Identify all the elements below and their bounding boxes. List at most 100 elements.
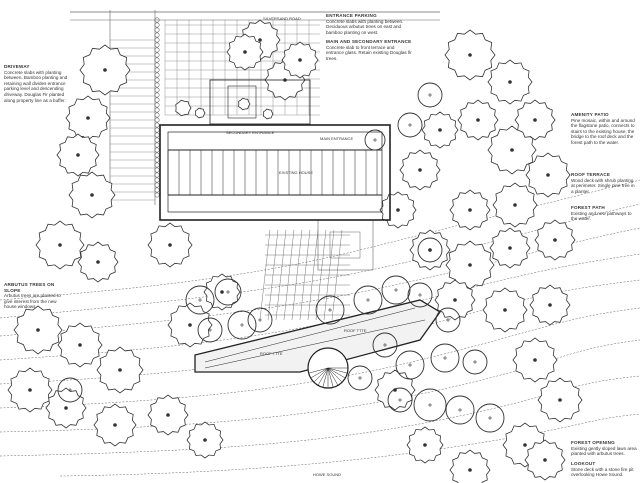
round-room-radial <box>327 367 339 386</box>
tree-trunk-icon <box>476 118 480 122</box>
tree-trunk-icon <box>76 153 80 157</box>
tree-trunk-icon <box>258 38 262 42</box>
bamboo-planting <box>154 122 160 128</box>
bamboo-planting <box>154 137 160 143</box>
bamboo-planting <box>154 47 160 53</box>
tree-trunk-icon <box>118 368 122 372</box>
tree-trunk-icon <box>166 413 170 417</box>
arbutus-tree-icon <box>413 388 447 422</box>
tree-trunk-icon <box>36 328 40 332</box>
note-driveway-title: DRIVEWAY <box>4 64 30 69</box>
tree-trunk-icon <box>113 423 117 427</box>
note-arbutus: ARBUTUS TREES ON SLOPE Arbutus trees are… <box>4 282 68 310</box>
bamboo-planting <box>154 57 160 63</box>
bamboo-planting <box>154 132 160 138</box>
bamboo-planting <box>154 72 160 78</box>
bamboo-planting <box>154 127 160 133</box>
tree-trunk-icon <box>558 398 562 402</box>
arbutus-tree-icon <box>445 395 475 425</box>
bamboo-planting <box>154 102 160 108</box>
note-driveway-body: Concrete slabs with planting between. Ba… <box>4 69 68 103</box>
arbutus-tree-icon <box>364 129 386 151</box>
sound-label: HOWE SOUND <box>313 472 341 477</box>
shrub-icon <box>175 99 192 117</box>
tree-trunk-icon <box>243 50 247 54</box>
contour-line <box>0 179 640 301</box>
bamboo-planting <box>154 172 160 178</box>
bamboo-planting <box>154 187 160 193</box>
tree-trunk-icon <box>508 80 512 84</box>
arbutus-tree-icon <box>407 282 433 308</box>
bamboo-planting <box>154 32 160 38</box>
tree-canopy-icon <box>449 449 491 483</box>
tree-trunk-icon <box>188 323 192 327</box>
arbutus-tree-icon <box>430 343 460 373</box>
arbutus-tree-icon <box>381 275 411 305</box>
arbutus-tree-icon <box>247 307 273 333</box>
tree-trunk-icon <box>503 308 507 312</box>
shrub-icon <box>263 108 274 120</box>
note-main-secondary-title: MAIN AND SECONDARY ENTRANCE <box>326 39 412 44</box>
round-room-radial <box>327 367 334 388</box>
tree-trunk-icon <box>533 358 537 362</box>
arbutus-tree-icon <box>417 82 443 108</box>
bamboo-planting <box>154 152 160 158</box>
secondary-entrance-label: SECONDARY ENTRANCE <box>226 130 275 135</box>
bamboo-planting <box>154 67 160 73</box>
bamboo-planting <box>154 22 160 28</box>
arbutus-tree-icon <box>462 349 488 375</box>
round-room-radial <box>308 367 329 374</box>
note-forest-opening-title: FOREST OPENING <box>571 440 615 445</box>
bamboo-planting <box>154 92 160 98</box>
tree-trunk-icon <box>423 443 427 447</box>
tree-trunk-icon <box>58 243 62 247</box>
existing-house-label: EXISTING HOUSE <box>279 170 314 175</box>
shrub-icon <box>195 107 206 119</box>
note-amenity-patio-title: AMENITY PATIO <box>571 112 609 117</box>
tree-trunk-icon <box>168 243 172 247</box>
tree-trunk-icon <box>96 260 100 264</box>
arbutus-tree-icon <box>387 387 413 413</box>
bamboo-planting <box>154 167 160 173</box>
bamboo-planting <box>154 62 160 68</box>
note-entrance-parking: ENTRANCE PARKING Concrete slabs with pla… <box>326 13 414 35</box>
arbutus-tree-icon <box>417 237 443 263</box>
bamboo-planting <box>154 52 160 58</box>
tree-trunk-icon <box>546 173 550 177</box>
road-label: SILVERSAND ROAD <box>263 16 301 21</box>
bamboo-planting <box>154 42 160 48</box>
arbutus-tree-icon <box>372 332 398 358</box>
bamboo-planting <box>154 27 160 33</box>
round-room-radial <box>327 367 348 374</box>
note-roof-terrace-body: Wood deck with shrub planting at perimet… <box>571 177 635 194</box>
tree-trunk-icon <box>553 238 557 242</box>
note-driveway: DRIVEWAY Concrete slabs with planting be… <box>4 64 70 103</box>
tree-trunk-icon <box>468 468 472 472</box>
bamboo-planting <box>154 97 160 103</box>
tree-trunk-icon <box>86 116 90 120</box>
round-room-radial <box>310 367 329 379</box>
round-room-radial <box>327 367 343 383</box>
note-main-secondary-body: Concrete slab to front terrace and entra… <box>326 44 412 61</box>
tree-trunk-icon <box>298 58 302 62</box>
arbutus-tree-icon <box>353 285 383 315</box>
bamboo-planting <box>154 157 160 163</box>
round-room-radial <box>322 367 329 388</box>
bamboo-planting <box>154 82 160 88</box>
arbutus-tree-icon <box>227 310 257 340</box>
note-lookout-body: Stone deck with a stone fire pit overloo… <box>571 466 634 478</box>
tree-trunk-icon <box>418 168 422 172</box>
tree-trunk-icon <box>203 438 207 442</box>
patio-table <box>329 231 361 259</box>
tree-trunk-icon <box>508 246 512 250</box>
bamboo-planting <box>154 117 160 123</box>
tree-trunk-icon <box>543 458 547 462</box>
note-amenity-patio: AMENITY PATIO Pine mosaic, within and ar… <box>571 112 637 146</box>
arbutus-tree-icon <box>397 112 423 138</box>
bamboo-planting <box>154 112 160 118</box>
arbutus-tree-icon <box>435 307 461 333</box>
roof-label-south: ROOF TTTE <box>260 351 283 356</box>
bamboo-planting <box>154 182 160 188</box>
note-forest-path-title: FOREST PATH <box>571 205 605 210</box>
